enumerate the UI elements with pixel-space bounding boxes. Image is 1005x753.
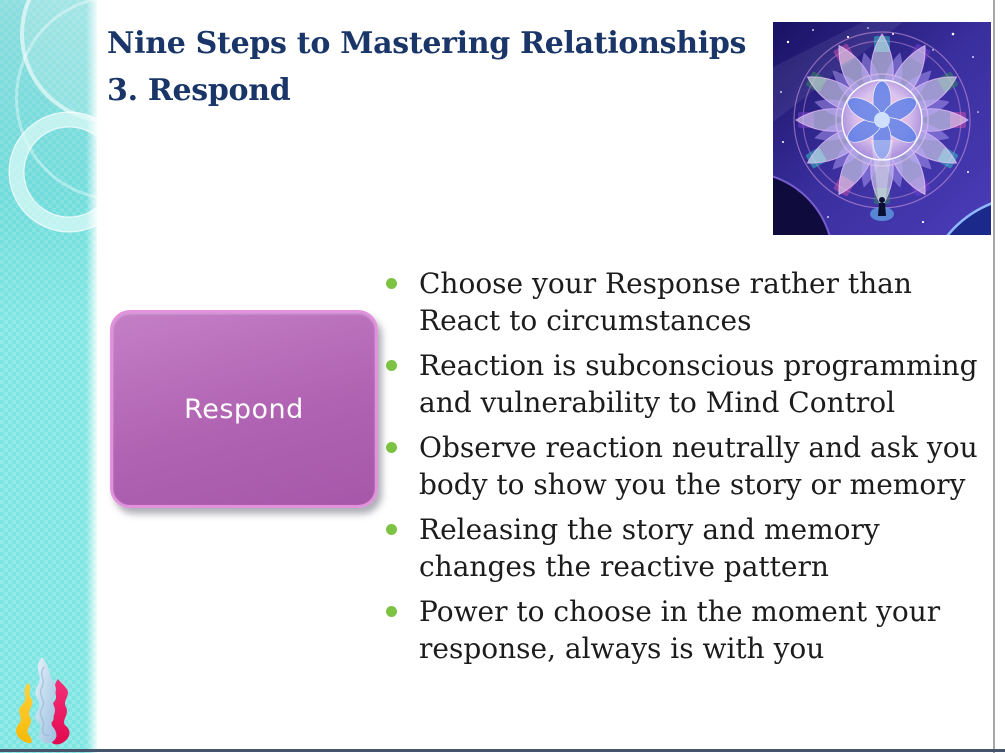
respond-shape: Respond <box>110 310 378 508</box>
bullet-list: Choose your Response rather than React t… <box>385 265 1005 675</box>
bullet-item: Power to choose in the moment your respo… <box>385 593 1005 667</box>
mandala-image <box>773 22 991 235</box>
bullet-item: Choose your Response rather than React t… <box>385 265 1005 339</box>
slide-bottom-border <box>0 749 1005 752</box>
flame-logo-icon <box>15 657 70 745</box>
bullet-marker-icon <box>386 442 397 453</box>
bullet-text: Reaction is subconscious programming and… <box>419 349 978 419</box>
mandala-artwork-icon <box>773 22 991 235</box>
title-line-1: Nine Steps to Mastering Relationships <box>107 26 747 61</box>
bullet-marker-icon <box>386 524 397 535</box>
bullet-text: Choose your Response rather than React t… <box>419 267 912 337</box>
bullet-text: Power to choose in the moment your respo… <box>419 595 941 665</box>
bullet-text: Observe reaction neutrally and ask you b… <box>419 431 978 501</box>
sidebar-decoration <box>0 0 97 753</box>
bullet-item: Observe reaction neutrally and ask you b… <box>385 429 1005 503</box>
bullet-marker-icon <box>386 278 397 289</box>
respond-shape-label: Respond <box>184 393 304 425</box>
bullet-marker-icon <box>386 360 397 371</box>
bullet-marker-icon <box>386 606 397 617</box>
slide-title: Nine Steps to Mastering Relationships 3.… <box>107 20 746 114</box>
bullet-text: Releasing the story and memory changes t… <box>419 513 880 583</box>
bullet-item: Releasing the story and memory changes t… <box>385 511 1005 585</box>
title-line-2: 3. Respond <box>107 73 291 108</box>
bullet-item: Reaction is subconscious programming and… <box>385 347 1005 421</box>
slide-right-border <box>993 0 995 753</box>
